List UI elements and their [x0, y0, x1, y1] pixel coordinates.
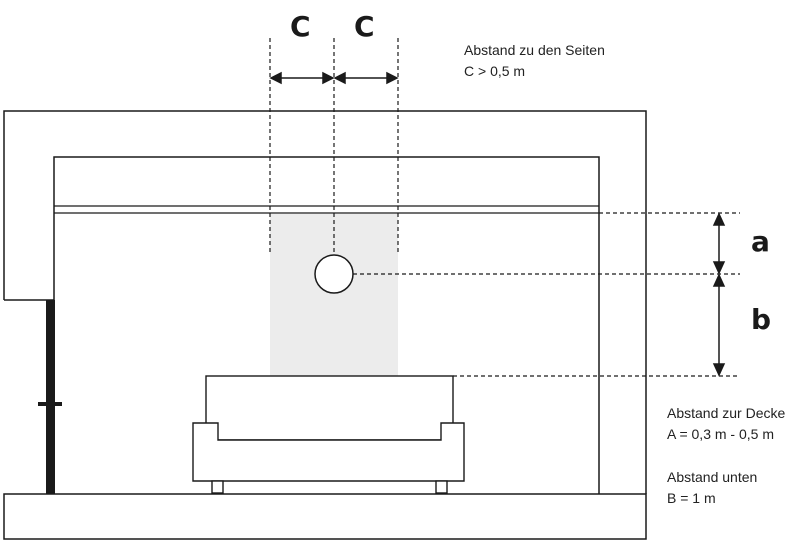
floor-slab	[3, 493, 647, 540]
sofa-base	[192, 422, 465, 482]
lamp-icon	[314, 254, 354, 294]
door-handle	[38, 402, 62, 406]
letter-b: b	[751, 303, 772, 336]
arrow-head	[712, 212, 726, 226]
letter-c-left: C	[290, 10, 311, 43]
arrow-head	[386, 71, 399, 85]
bottom-note-title: Abstand unten	[667, 469, 758, 485]
clearance-zone	[270, 214, 398, 376]
door-bar	[46, 300, 55, 494]
sofa-back	[205, 375, 454, 441]
arrow-head	[712, 363, 726, 377]
letter-a: a	[751, 225, 770, 258]
sofa-leg-right	[435, 480, 448, 494]
side-note-title: Abstand zu den Seiten	[464, 42, 605, 58]
arrow-head	[322, 71, 335, 85]
sofa	[192, 375, 465, 494]
side-note-value: C > 0,5 m	[464, 63, 526, 79]
arrow-head	[269, 71, 282, 85]
outer-wall	[3, 110, 647, 494]
arrow-head	[712, 273, 726, 287]
arrow-head	[712, 261, 726, 275]
inner-room	[4, 156, 600, 494]
ceiling-note-value: A = 0,3 m - 0,5 m	[667, 426, 774, 442]
sofa-leg-left	[211, 480, 224, 494]
letter-c-right: C	[354, 10, 375, 43]
arrow-head	[333, 71, 346, 85]
bottom-note-value: B = 1 m	[667, 490, 716, 506]
ceiling-note-title: Abstand zur Decke	[667, 405, 786, 421]
